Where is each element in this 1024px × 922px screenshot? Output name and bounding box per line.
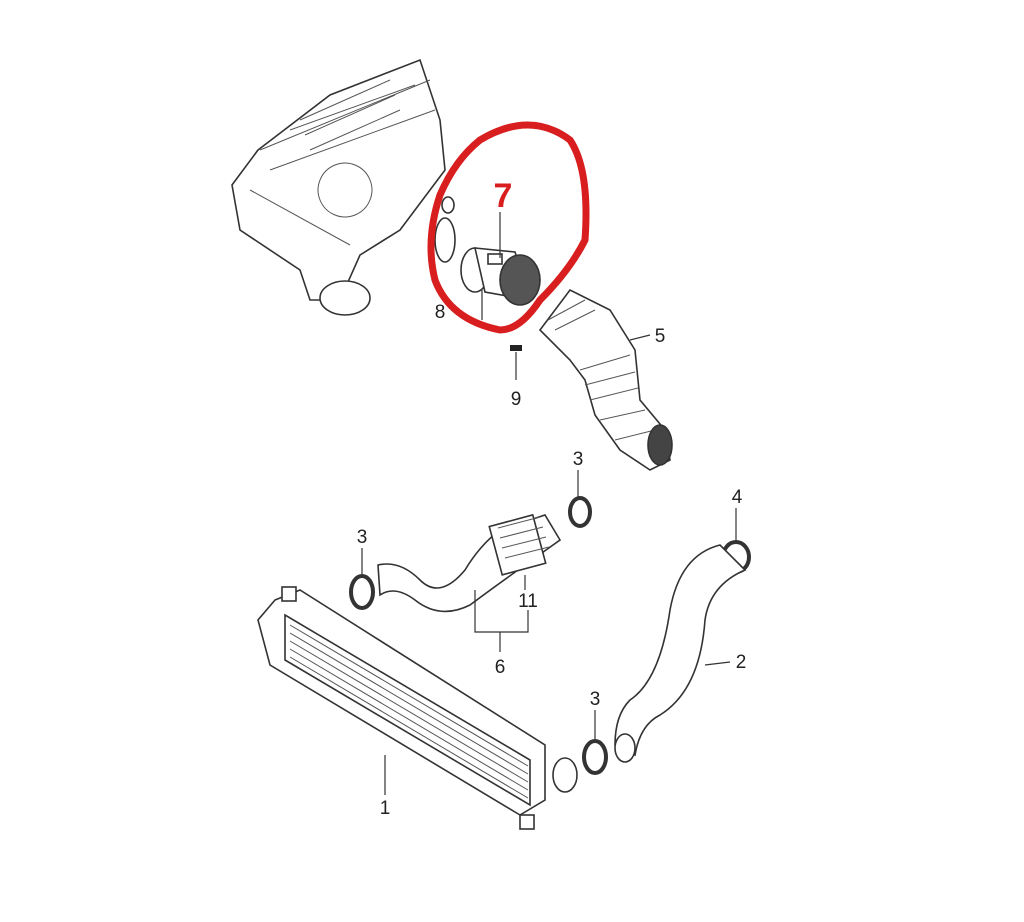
leader-lines (361, 212, 737, 795)
callout-9: 9 (511, 389, 522, 410)
callout-1: 1 (380, 798, 391, 819)
callout-8: 8 (435, 302, 446, 323)
charge-pipe-part (377, 513, 562, 613)
clamp-bottom-part (582, 739, 608, 775)
clamp-top-part (568, 496, 592, 528)
callout-11: 11 (518, 591, 538, 612)
callout-6: 6 (495, 657, 506, 678)
gasket-part (434, 196, 456, 263)
highlight-circle (427, 121, 590, 334)
callout-4: 4 (732, 487, 743, 508)
air-filter-housing (231, 58, 446, 316)
callout-3-left: 3 (357, 527, 368, 548)
callout-3-bottom: 3 (590, 689, 601, 710)
hose-right-part (614, 544, 747, 763)
bolt-part (510, 345, 522, 351)
callout-2: 2 (736, 652, 747, 673)
callout-5: 5 (655, 326, 666, 347)
callout-3-top: 3 (573, 449, 584, 470)
intake-duct-part (538, 288, 673, 471)
highlight-label-7: 7 (494, 177, 513, 215)
maf-sensor-part (460, 247, 541, 306)
clamp-left-part (349, 574, 375, 610)
intercooler-part (257, 586, 578, 830)
